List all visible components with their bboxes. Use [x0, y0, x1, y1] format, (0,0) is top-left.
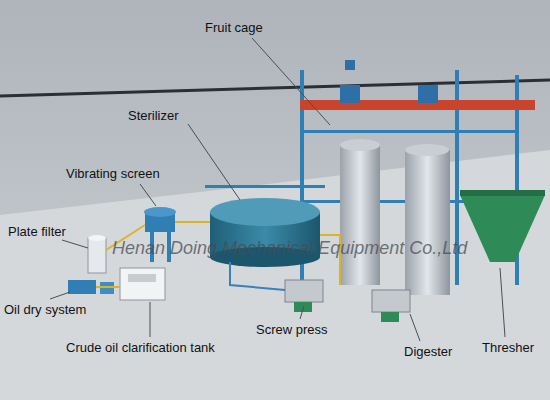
part-label: Plate filter	[8, 224, 66, 240]
overhead-rail	[0, 80, 550, 96]
plate-filter-part	[88, 235, 106, 241]
fruit-cage-structure-part	[418, 85, 438, 103]
thresher-hopper-part	[460, 195, 545, 262]
leader-lines-part	[62, 240, 88, 248]
sterilizer-tank-part	[210, 198, 320, 226]
leader-lines-part	[252, 38, 330, 125]
thresher-hopper	[460, 190, 545, 262]
digester-tanks	[340, 139, 450, 295]
pipes-part	[96, 286, 120, 288]
screw-presses-part	[381, 312, 399, 322]
screw-presses	[285, 280, 410, 322]
pipes-part	[175, 221, 210, 223]
floor	[0, 150, 550, 400]
part-label: Thresher	[482, 340, 534, 356]
fruit-cage-structure-part	[300, 100, 535, 110]
leader-lines-part	[150, 302, 151, 337]
pipes-part	[230, 262, 285, 290]
part-label: Sterilizer	[128, 108, 179, 124]
part-label: Screw press	[256, 322, 328, 338]
oil-dry-system-part	[68, 280, 96, 294]
screw-presses-part	[285, 280, 323, 302]
plate-filter-part	[88, 238, 106, 273]
leader-lines-part	[500, 268, 505, 337]
fruit-cage-structure-part	[340, 85, 360, 103]
part-label: Oil dry system	[4, 302, 86, 318]
clarification-tank-part	[120, 268, 165, 300]
leader-lines-part	[410, 314, 420, 341]
leader-lines-part	[300, 306, 304, 319]
part-label: Fruit cage	[205, 20, 263, 36]
leader-lines	[50, 38, 505, 341]
watermark: Henan Doing Mechanical Equipment Co.,Ltd	[112, 238, 467, 259]
vibrating-screen-part	[144, 207, 176, 217]
digester-tanks-part	[405, 150, 450, 295]
digester-tanks-part	[340, 139, 380, 151]
part-label: Digester	[404, 344, 452, 360]
clarification-tank-part	[128, 274, 156, 282]
part-label: Vibrating screen	[66, 166, 160, 182]
leader-lines-part	[140, 184, 156, 206]
leader-lines-part	[50, 292, 70, 299]
clarification-tank	[120, 268, 165, 300]
sterilizer-tank-part	[205, 185, 325, 188]
fruit-cage-structure-part	[300, 130, 519, 133]
screw-presses-part	[372, 290, 410, 312]
thresher-hopper-part	[460, 190, 545, 196]
digester-tanks-part	[405, 144, 449, 156]
plate-filter	[88, 235, 106, 273]
leader-lines-part	[188, 124, 240, 200]
part-label: Crude oil clarification tank	[66, 340, 215, 356]
digester-tanks-part	[340, 145, 380, 285]
fruit-cage-structure-part	[345, 60, 355, 70]
